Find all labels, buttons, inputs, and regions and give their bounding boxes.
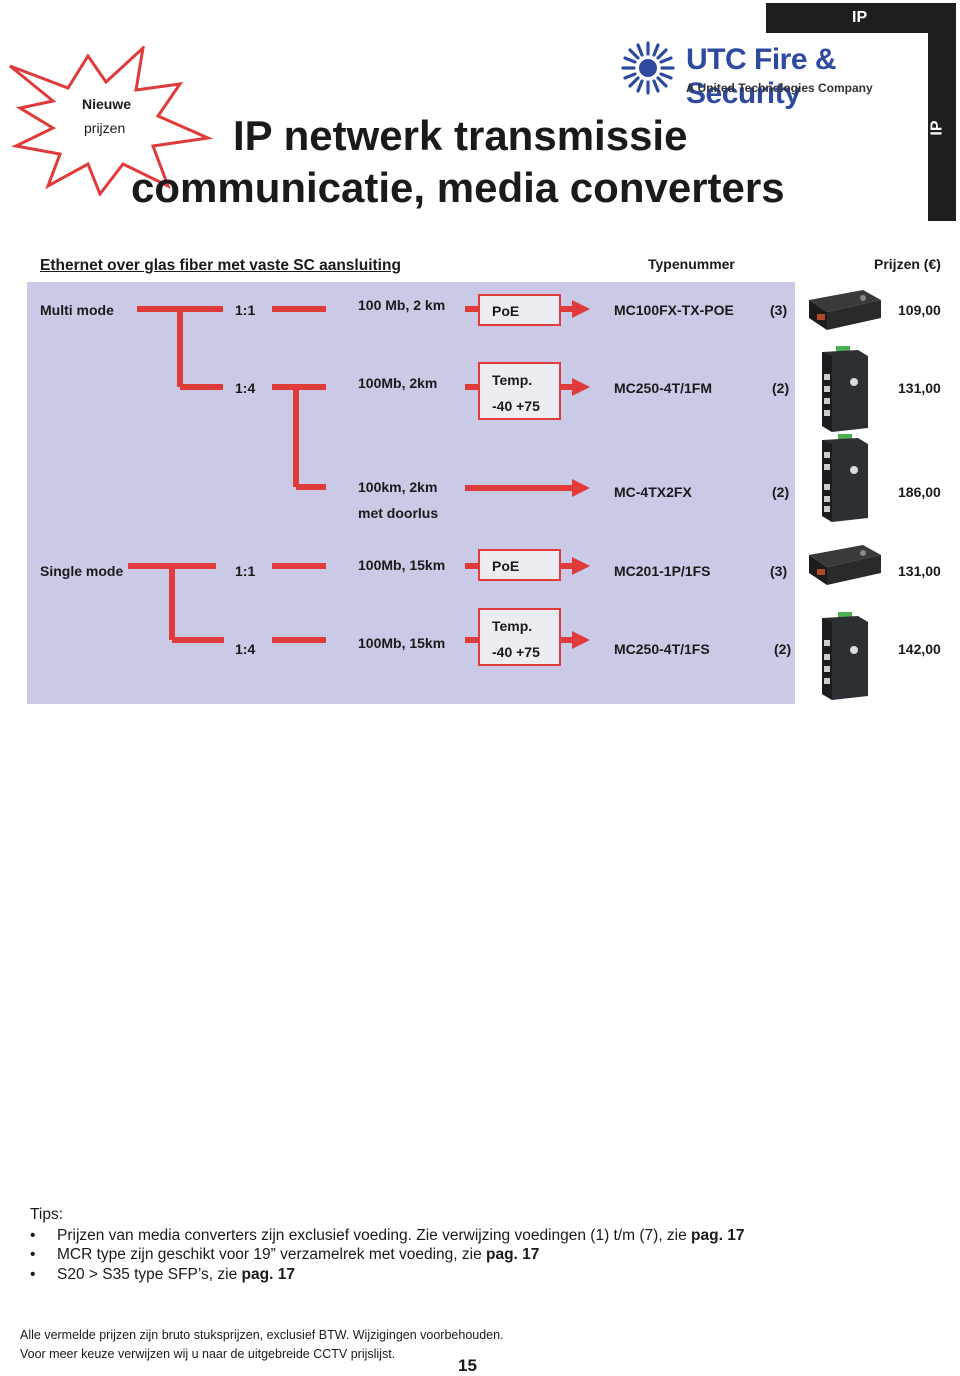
column-header-type: Typenummer [648,256,735,272]
arrow-head-icon [572,378,590,396]
group-label-single-mode: Single mode [40,563,124,579]
logo-tagline: A United Technologies Company [686,81,873,95]
section-heading: Ethernet over glas fiber met vaste SC aa… [40,257,401,274]
feature-box: Temp. -40 +75 [478,362,561,420]
product-panel [27,282,795,704]
group-label-multi-mode: Multi mode [40,302,114,318]
row-price: 142,00 [898,641,941,657]
arrow-head-icon [572,557,590,575]
row-type: MC250-4T/1FS [614,641,710,657]
din-rail-switch-icon [822,612,868,700]
feature-box: Temp. -40 +75 [478,608,561,666]
side-tab-header: IP [766,3,956,33]
row-type: MC100FX-TX-POE [614,302,734,318]
row-note: (2) [772,484,790,500]
row-spec-line2: met doorlus [358,505,439,521]
side-tab-top-label: IP [852,9,868,26]
row-note: (2) [772,380,790,396]
feature-label: Temp. [492,372,533,388]
din-rail-switch-icon [822,346,868,432]
row-ratio: 1:4 [235,641,256,657]
tip-page-ref: pag. 17 [486,1246,540,1263]
feature-range: -40 +75 [492,644,540,660]
connector-diagram [128,300,590,649]
row-note: (3) [770,302,788,318]
title-line1: IP netwerk transmissie [233,112,688,159]
feature-range: -40 +75 [492,398,540,414]
arrow-head-icon [572,631,590,649]
row-ratio: 1:4 [235,380,256,396]
tip-page-ref: pag. 17 [691,1227,745,1244]
feature-label: PoE [492,558,520,574]
media-converter-flat-icon [809,290,881,330]
tips-label: Tips: [30,1206,64,1223]
row-price: 109,00 [898,302,941,318]
badge-line2: prijzen [84,120,126,136]
badge-line1: Nieuwe [82,96,132,112]
row-note: (2) [774,641,792,657]
tip-page-ref: pag. 17 [241,1266,295,1283]
row-price: 186,00 [898,484,941,500]
feature-box: PoE [478,549,561,581]
arrow-head-icon [572,300,590,318]
din-rail-switch-icon [822,434,868,522]
tip-text: MCR type zijn geschikt voor 19” verzamel… [57,1246,486,1263]
row-price: 131,00 [898,563,941,579]
utc-logo: UTC Fire & Security A United Technologie… [620,40,920,110]
row-spec: 100Mb, 2km [358,375,438,391]
column-header-price: Prijzen (€) [874,256,941,272]
page-number: 15 [458,1356,477,1375]
row-spec: 100Mb, 15km [358,635,446,651]
row-ratio: 1:1 [235,563,256,579]
row-type: MC250-4T/1FM [614,380,713,396]
row-spec: 100km, 2km [358,479,438,495]
row-type: MC201-1P/1FS [614,563,711,579]
row-price: 131,00 [898,380,941,396]
utc-sunburst-logo-icon [621,41,675,95]
media-converter-flat-icon [809,545,881,585]
logo-name: UTC Fire & Security [686,43,837,110]
row-spec: 100Mb, 15km [358,557,446,573]
row-spec: 100 Mb, 2 km [358,297,446,313]
tip-text: Prijzen van media converters zijn exclus… [57,1227,692,1244]
new-prices-starburst-icon [9,46,214,196]
feature-box: PoE [478,294,561,326]
side-tab: IP [928,33,956,221]
row-ratio: 1:1 [235,302,256,318]
footer-disclaimer: Alle vermelde prijzen zijn bruto stukspr… [20,1328,504,1342]
tip-text: S20 > S35 type SFP’s, zie [57,1266,242,1283]
footer-reference: Voor meer keuze verwijzen wij u naar de … [20,1347,396,1361]
arrow-head-icon [572,479,590,497]
feature-label: PoE [492,303,520,319]
row-note: (3) [770,563,788,579]
title-line2: communicatie, media converters [131,164,785,211]
row-type: MC-4TX2FX [614,484,692,500]
feature-label: Temp. [492,618,533,634]
